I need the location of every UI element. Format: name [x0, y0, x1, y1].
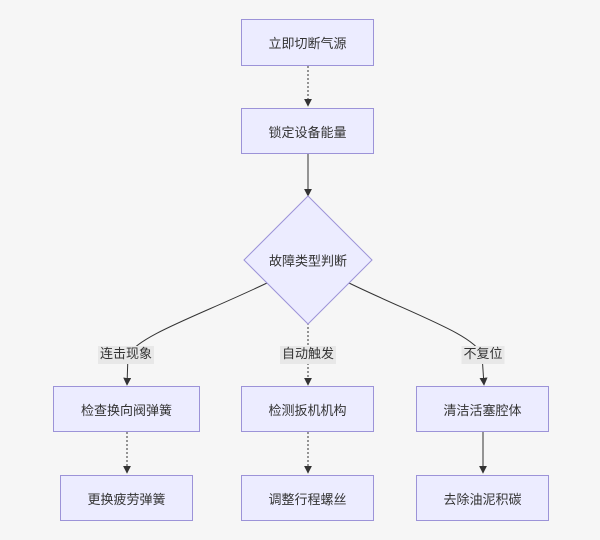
- decision-fault-type-label: 故障类型判断: [268, 254, 348, 270]
- node-clean-piston: 清洁活塞腔体: [416, 386, 549, 432]
- node-adjust-screw-label: 调整行程螺丝: [268, 492, 347, 508]
- node-lock-energy-label: 锁定设备能量: [268, 125, 347, 141]
- node-lock-energy: 锁定设备能量: [241, 108, 374, 154]
- node-replace-spring: 更换疲劳弹簧: [60, 475, 193, 521]
- node-clean-piston-label: 清洁活塞腔体: [443, 403, 522, 419]
- decision-diamond: [243, 195, 373, 325]
- node-check-trigger-label: 检测扳机机构: [268, 403, 347, 419]
- node-check-trigger: 检测扳机机构: [241, 386, 374, 432]
- edge-label-no-reset: 不复位: [461, 346, 505, 364]
- edge-fault-to-check-spring: [123, 282, 268, 386]
- edge-label-continuous-fire: 连击现象: [97, 346, 155, 364]
- edge-fault-to-clean-piston: [348, 282, 488, 386]
- node-remove-sludge: 去除油泥积碳: [416, 475, 549, 521]
- node-cut-air-supply-label: 立即切断气源: [268, 37, 347, 52]
- node-replace-spring-label: 更换疲劳弹簧: [87, 492, 166, 508]
- node-cut-air-supply: 立即切断气源: [241, 19, 374, 66]
- node-check-valve-spring-label: 检查换向阀弹簧: [80, 403, 172, 419]
- edge-label-auto-fire: 自动触发: [279, 346, 337, 364]
- node-remove-sludge-label: 去除油泥积碳: [443, 492, 522, 508]
- node-check-valve-spring: 检查换向阀弹簧: [53, 386, 200, 432]
- node-adjust-screw: 调整行程螺丝: [241, 475, 374, 521]
